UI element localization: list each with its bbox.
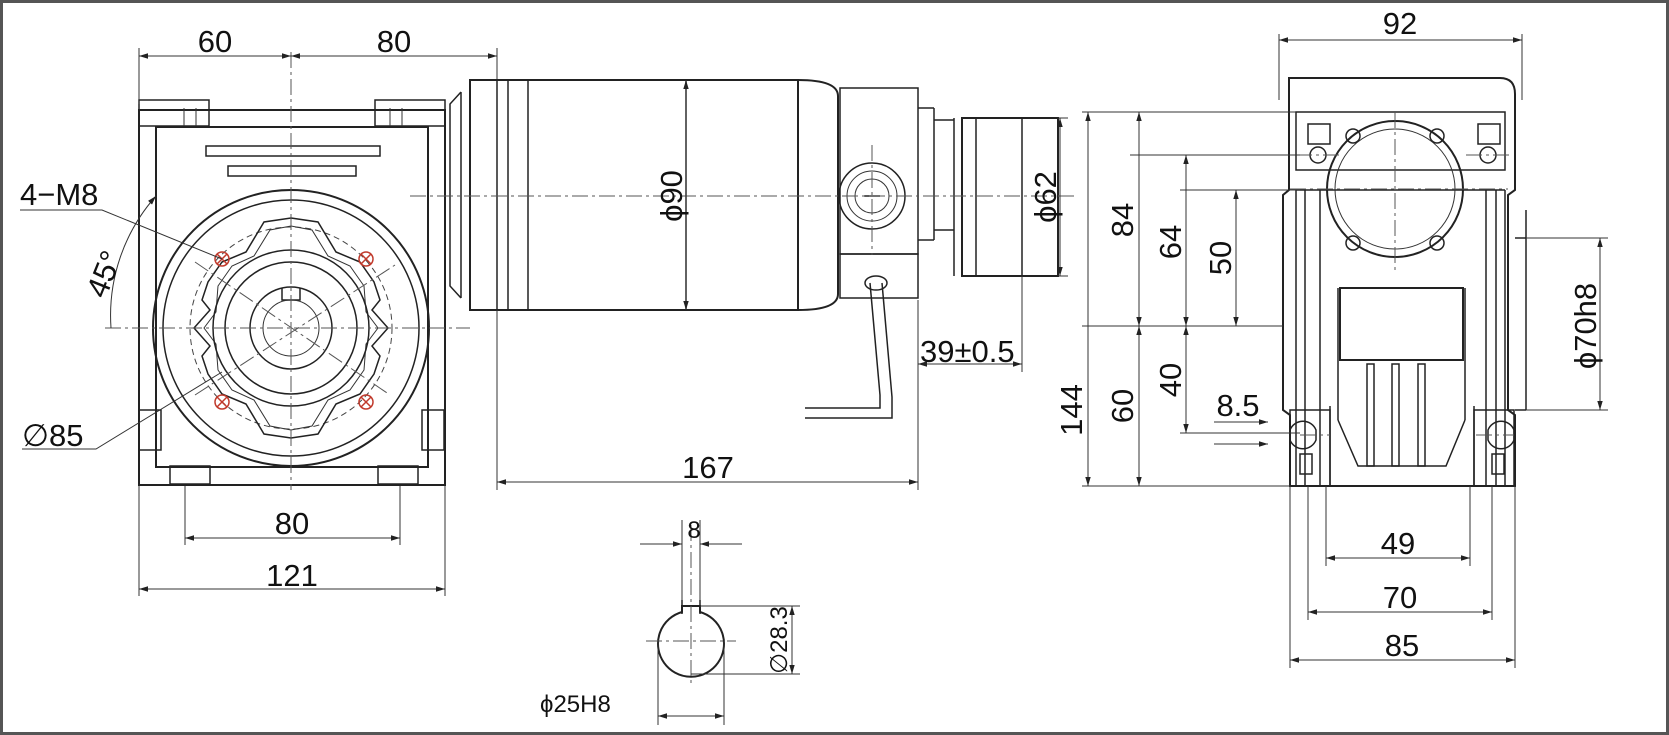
front-view — [20, 48, 498, 596]
dim-side-40: 40 — [1153, 363, 1188, 397]
key-height-label: ∅28.3 — [766, 606, 793, 674]
mount-holes-label: 4−M8 — [20, 177, 98, 212]
shaft-section — [640, 520, 800, 725]
bore-label: ϕ25H8 — [540, 691, 611, 718]
dim-side-8-5: 8.5 — [1216, 388, 1259, 423]
m8-hole-markers — [214, 251, 374, 410]
dim-front-bottom-outer: 121 — [266, 558, 318, 593]
dim-side-70: 70 — [1383, 580, 1417, 615]
pitch-circle-label: ∅85 — [22, 418, 84, 453]
dim-front-top-right: 80 — [377, 24, 411, 59]
dim-side-50: 50 — [1203, 241, 1238, 275]
brake-diameter-label: ϕ62 — [1028, 171, 1063, 223]
brake-length-label: 39±0.5 — [920, 334, 1015, 369]
dim-side-64: 64 — [1153, 225, 1188, 259]
dimension-labels: 60 80 4−M8 45° ∅85 80 121 ϕ90 ϕ62 39±0.5… — [20, 6, 1603, 718]
dim-side-85: 85 — [1385, 628, 1419, 663]
dim-side-84: 84 — [1105, 203, 1140, 237]
dim-side-60: 60 — [1105, 389, 1140, 423]
dim-side-49: 49 — [1381, 526, 1415, 561]
key-width-label: 8 — [687, 517, 700, 544]
motor-body — [410, 79, 1075, 490]
side-view — [1082, 34, 1608, 668]
dim-side-144: 144 — [1054, 384, 1089, 436]
dim-side-top: 92 — [1383, 6, 1417, 41]
motor-diameter-label: ϕ90 — [654, 170, 689, 222]
motor-length-label: 167 — [682, 450, 734, 485]
dim-front-bottom-inner: 80 — [275, 506, 309, 541]
flange-diameter-label: ϕ70h8 — [1568, 283, 1603, 369]
dim-front-top-left: 60 — [198, 24, 232, 59]
